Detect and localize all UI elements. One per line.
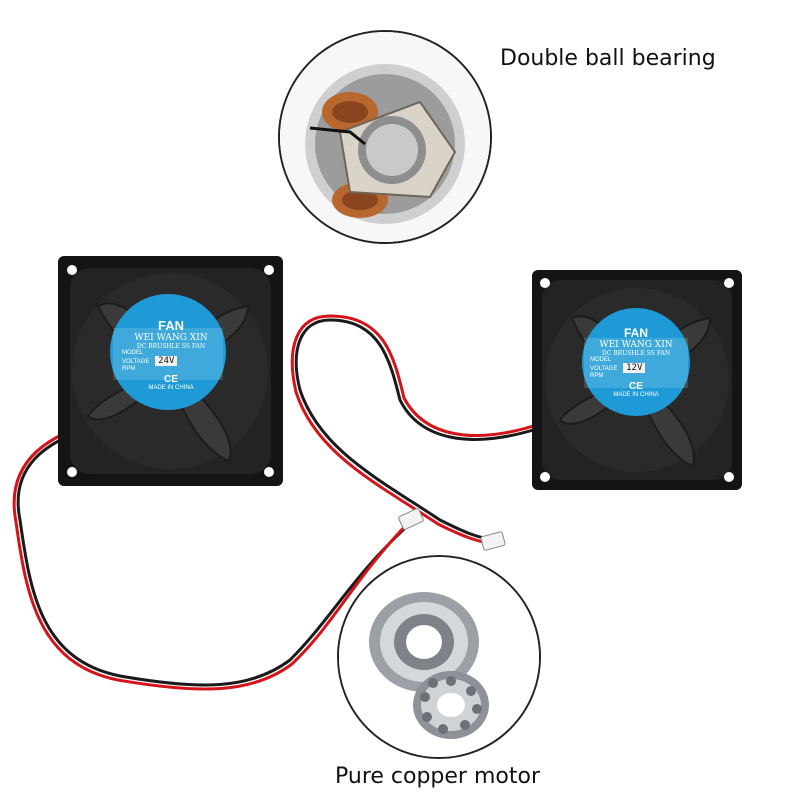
motor-closeup-photo <box>278 30 492 244</box>
ce-mark: CE <box>164 374 178 385</box>
ce-mark: CE <box>629 381 643 392</box>
fan-voltage-value: 12V <box>623 363 646 373</box>
fan-origin: MADE IN CHINA <box>613 392 659 398</box>
fan-model-label: MODEL <box>122 350 144 356</box>
fan-model-label: MODEL <box>590 357 612 363</box>
fan-voltage-value: 24V <box>155 356 178 366</box>
fan-voltage-label: VOLTAGE <box>122 359 150 365</box>
fan-maker: WEI WANG XIN <box>599 340 673 350</box>
fan-type-line: DC BRUSHLE SS FAN <box>136 343 206 350</box>
fan-brand: FAN <box>158 318 184 333</box>
fan-maker: WEI WANG XIN <box>134 333 208 343</box>
caption-double-ball-bearing: Double ball bearing <box>500 46 716 71</box>
bearing-closeup-photo <box>337 555 541 759</box>
fan-voltage-label: VOLTAGE <box>590 366 618 372</box>
fan-type-line: DC BRUSHLE SS FAN <box>601 350 671 357</box>
fan-12v: FAN WEI WANG XIN DC BRUSHLE SS FAN MODEL… <box>532 270 742 490</box>
fan-rpm-label: RPM <box>122 366 136 372</box>
fan-24v: FAN WEI WANG XIN DC BRUSHLE SS FAN MODEL… <box>58 256 283 486</box>
caption-pure-copper-motor: Pure copper motor <box>335 764 540 789</box>
fan-origin: MADE IN CHINA <box>148 385 194 391</box>
fan-rpm-label: RPM <box>590 373 604 379</box>
fan-brand: FAN <box>624 326 648 340</box>
